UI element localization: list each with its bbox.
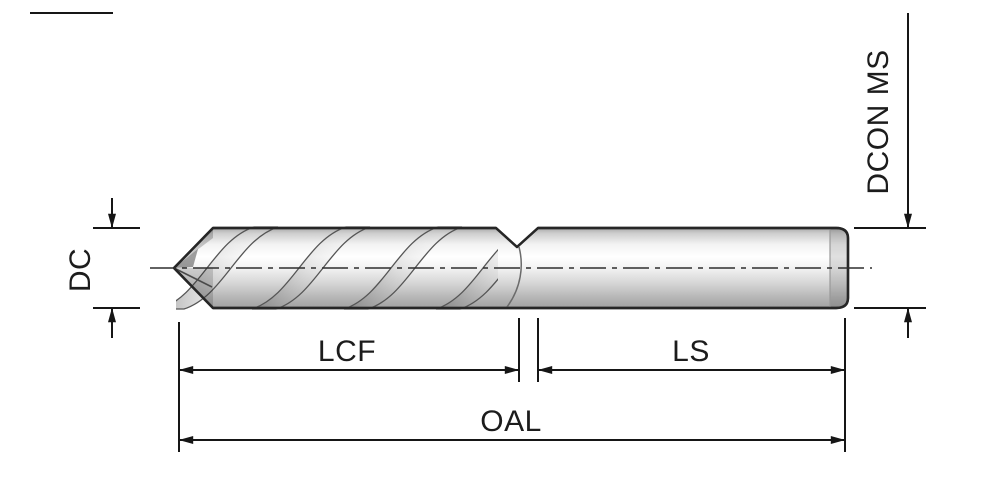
label-ls: LS (672, 335, 710, 368)
flute-band (435, 248, 498, 310)
label-dc: DC (64, 248, 97, 292)
label-lcf: LCF (318, 335, 376, 368)
tip-chisel-edge (173, 267, 213, 288)
dimension-lcf: LCF (178, 318, 520, 452)
dimension-oal: OAL (178, 405, 846, 444)
flute-runout-curve (506, 246, 522, 308)
drill-outline (172, 226, 850, 310)
label-dcon-ms: DCON MS (862, 49, 895, 194)
label-oal: OAL (480, 405, 542, 438)
dimension-dcon-ms: DCON MS (854, 13, 926, 338)
dimension-dc: DC (30, 12, 140, 338)
dimension-ls: LS (537, 318, 846, 452)
